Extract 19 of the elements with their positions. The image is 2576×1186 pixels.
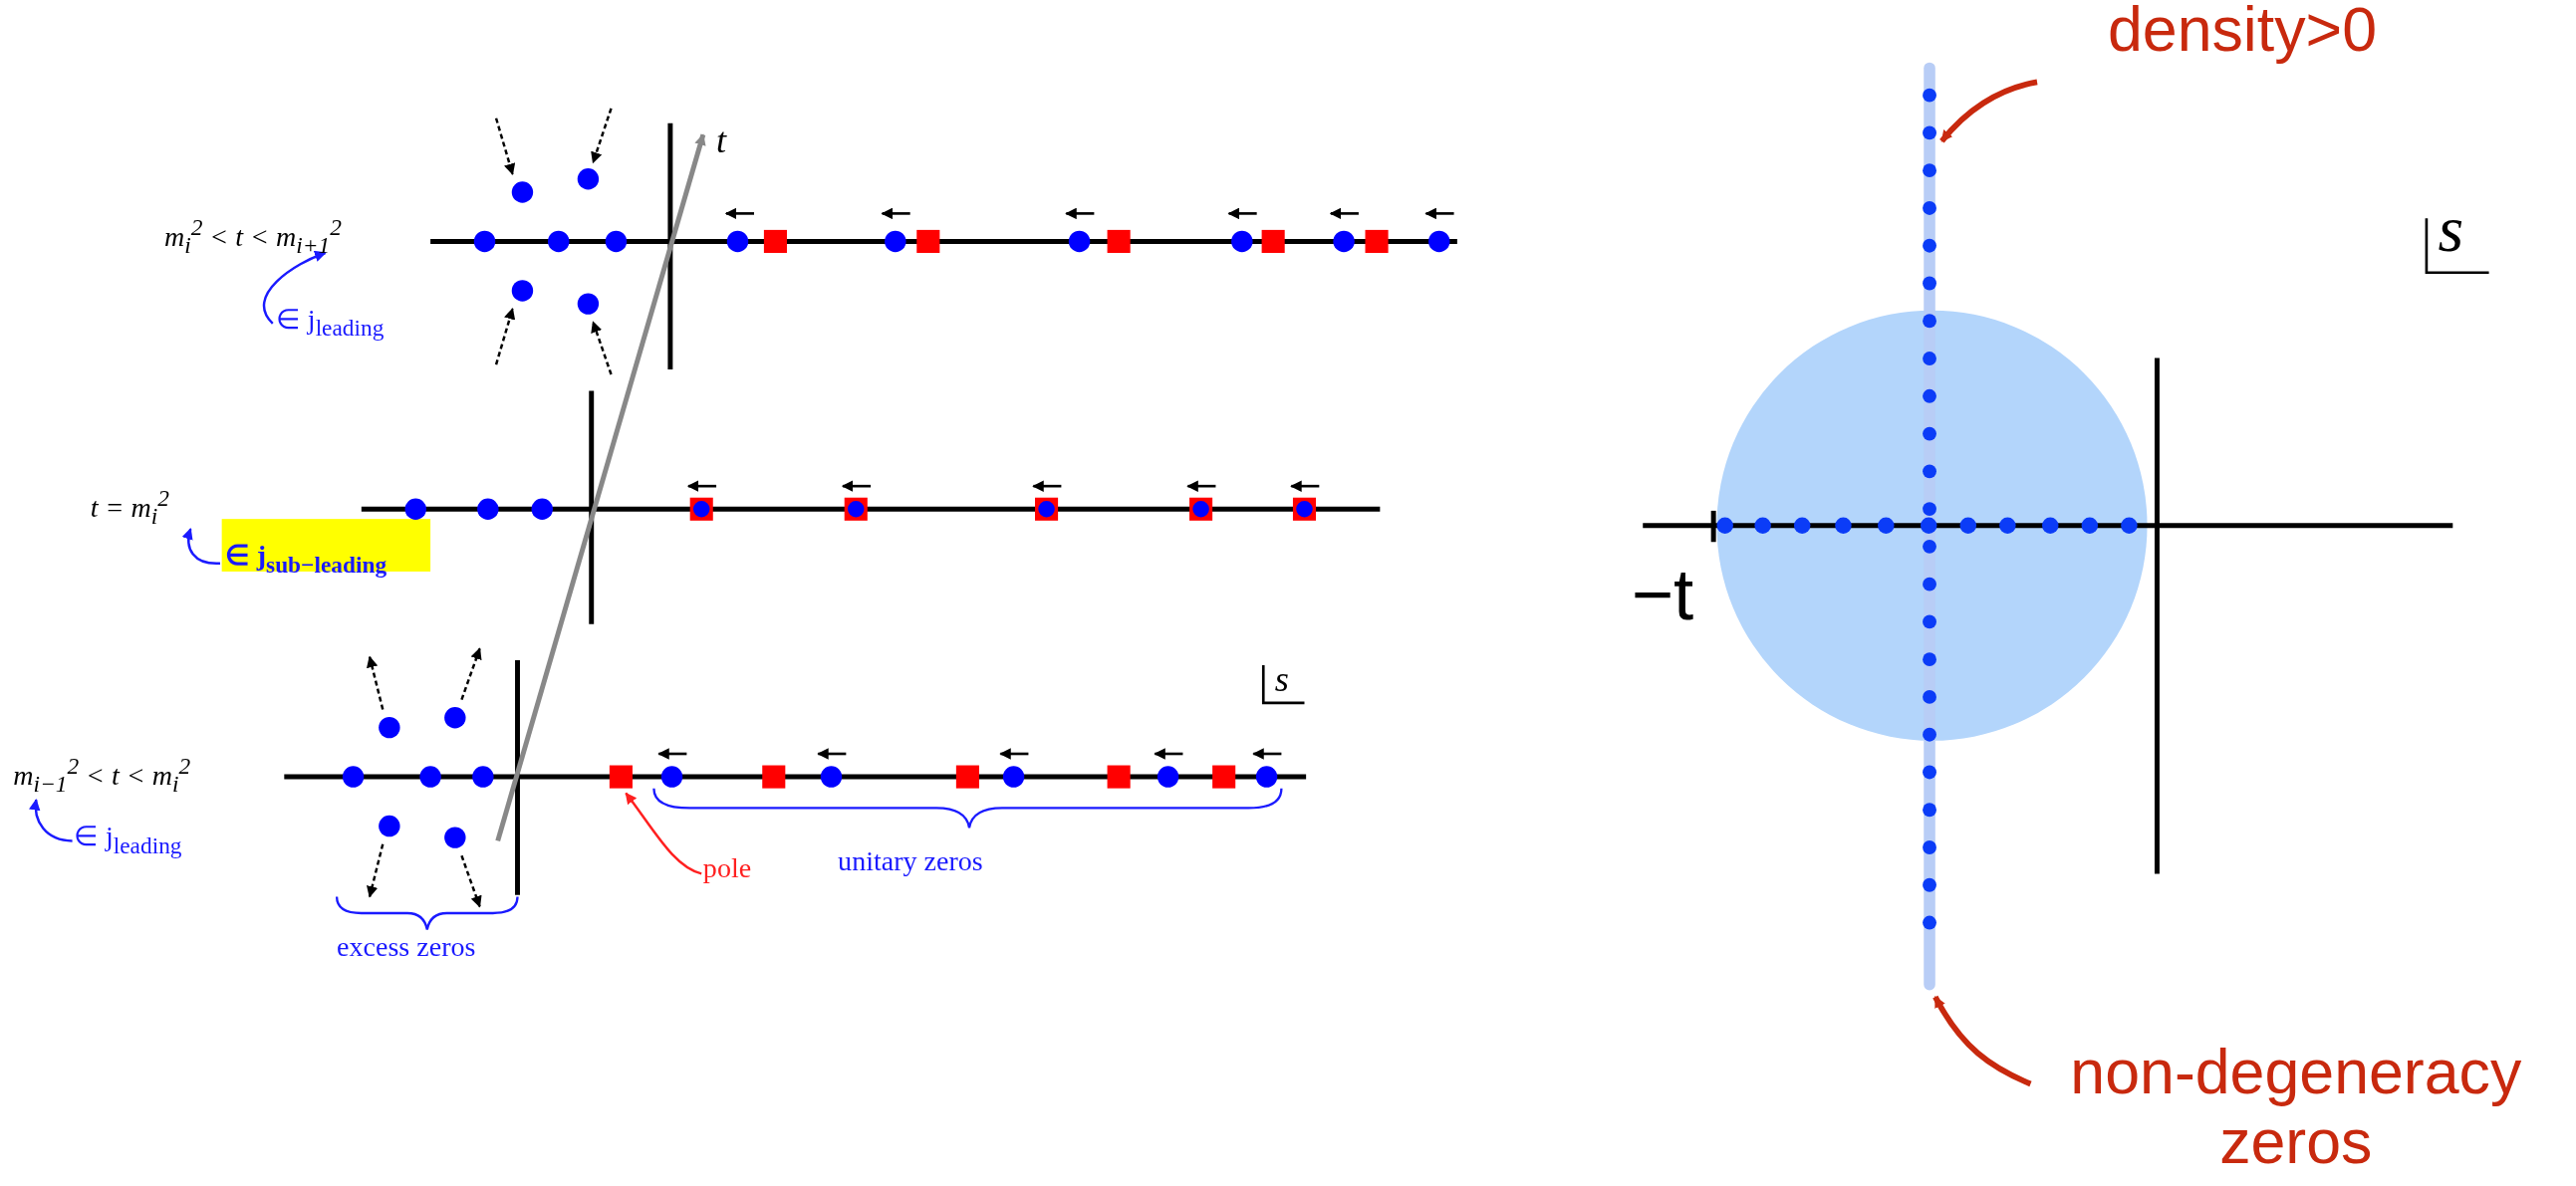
leader-arrow — [263, 251, 327, 325]
leader-arrow — [1932, 995, 2032, 1087]
membership-label: ∈ j$_{leading}$ — [276, 305, 385, 342]
leader-arrow — [625, 792, 702, 875]
membership-label: ∈ j$_{leading}$ — [74, 823, 182, 859]
annotation-label: unitary zeros — [838, 847, 983, 878]
axis-label: t — [716, 121, 727, 161]
annotation-label: pole — [702, 853, 752, 885]
plane-label: s — [2438, 193, 2464, 267]
leader-arrow — [29, 799, 73, 842]
annotation-label: excess zeros — [337, 932, 476, 964]
annotation-label: non-degeneracy zeros — [2045, 1039, 2547, 1177]
leader-arrow — [182, 527, 220, 565]
plane-label: s — [1274, 660, 1289, 700]
pole-square — [609, 765, 633, 789]
membership-label: ∈ j$_{sub−leading}$ — [224, 542, 387, 579]
leader-arrow — [1939, 79, 2038, 143]
axis-label: −t — [1631, 555, 1694, 635]
annotation-label: density>0 — [2107, 0, 2377, 66]
